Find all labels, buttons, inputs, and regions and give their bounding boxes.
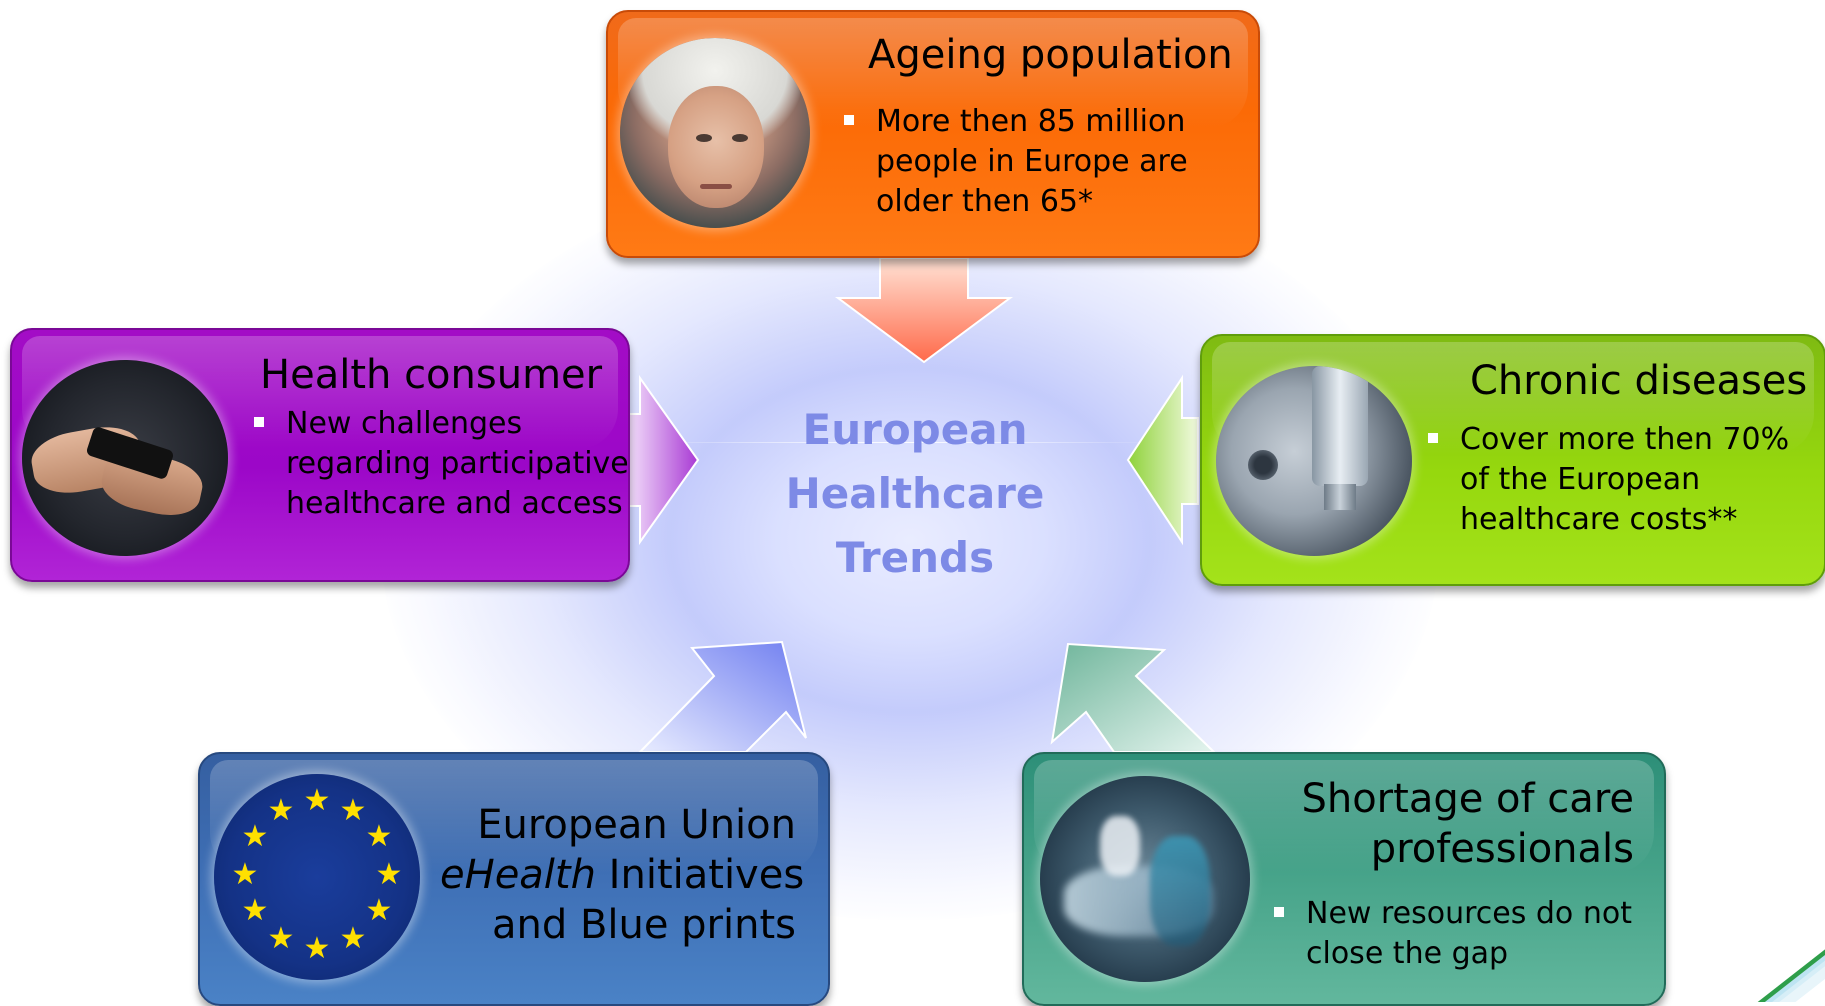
doctor-shape xyxy=(1100,816,1140,876)
eu-line-2-italic: eHealth xyxy=(440,852,596,898)
european-union-title: European Union eHealth Initiatives and B… xyxy=(440,800,804,950)
eu-star-icon: ★ xyxy=(267,921,295,956)
chronic-diseases-bullet: Cover more then 70% of the European heal… xyxy=(1428,420,1790,540)
face-shape xyxy=(668,86,764,208)
eu-star-icon: ★ xyxy=(365,893,393,928)
microscope-tube-shape xyxy=(1312,366,1368,486)
shortage-title-line-2: professionals xyxy=(1370,826,1634,872)
corner-decoration xyxy=(1705,902,1825,1002)
hospital-corridor-photo xyxy=(1040,776,1250,982)
arrow-left-from-chronic xyxy=(1126,374,1199,546)
nurse-shape xyxy=(1150,836,1210,946)
eu-flag-icon: ★ ★ ★ ★ ★ ★ ★ ★ ★ ★ ★ ★ xyxy=(214,774,420,980)
shortage-bullet: New resources do not close the gap xyxy=(1274,894,1632,974)
eu-star-icon: ★ xyxy=(365,819,393,854)
right-eye-shape xyxy=(732,134,748,142)
ageing-bullet-line-2: people in Europe are xyxy=(876,144,1188,179)
ageing-population-title: Ageing population xyxy=(868,32,1233,78)
eu-star-icon: ★ xyxy=(241,893,269,928)
eu-star-icon: ★ xyxy=(231,857,259,892)
shortage-bullet-line-2: close the gap xyxy=(1306,936,1509,971)
consumer-bullet-line-2: regarding participative xyxy=(286,446,629,481)
microscope-tip-shape xyxy=(1324,484,1356,510)
mouth-shape xyxy=(700,184,732,189)
eu-star-icon: ★ xyxy=(303,931,331,966)
ageing-bullet-line-3: older then 65* xyxy=(876,184,1094,219)
eu-line-3: and Blue prints xyxy=(491,902,796,948)
center-title-line-2: Healthcare xyxy=(785,469,1045,518)
lab-microscope-photo xyxy=(1216,366,1412,556)
center-title-line-1: European xyxy=(802,405,1028,454)
chronic-bullet-line-3: healthcare costs** xyxy=(1460,502,1738,537)
elderly-woman-photo xyxy=(620,38,810,228)
shortage-bullet-line-1: New resources do not xyxy=(1306,896,1632,931)
bullet-square-icon xyxy=(1274,907,1284,917)
health-consumer-title: Health consumer xyxy=(260,352,603,398)
center-divider xyxy=(640,442,1160,443)
center-title-line-3: Trends xyxy=(835,533,995,582)
eu-line-2-rest: Initiatives xyxy=(595,852,805,898)
hands-smartphone-photo xyxy=(22,360,228,556)
shortage-title-line-1: Shortage of care xyxy=(1301,776,1634,822)
consumer-bullet-line-3: healthcare and access xyxy=(286,486,623,521)
eu-star-icon: ★ xyxy=(303,783,331,818)
consumer-bullet-line-1: New challenges xyxy=(286,406,523,441)
chronic-bullet-line-1: Cover more then 70% xyxy=(1460,422,1790,457)
arrow-up-from-eu xyxy=(637,640,807,753)
arrow-up-from-shortage xyxy=(1050,642,1217,753)
ageing-bullet-line-1: More then 85 million xyxy=(876,104,1186,139)
bullet-square-icon xyxy=(254,417,264,427)
eu-star-icon: ★ xyxy=(241,819,269,854)
eu-line-2: eHealth Initiatives xyxy=(440,850,804,900)
bullet-square-icon xyxy=(1428,433,1438,443)
chronic-bullet-line-2: of the European xyxy=(1460,462,1701,497)
eu-star-icon: ★ xyxy=(267,793,295,828)
health-consumer-bullet: New challenges regarding participative h… xyxy=(254,404,629,524)
eu-line-1: European Union xyxy=(477,802,796,848)
eu-star-icon: ★ xyxy=(339,921,367,956)
bullet-square-icon xyxy=(844,115,854,125)
eu-star-icon: ★ xyxy=(375,857,403,892)
left-eye-shape xyxy=(696,134,712,142)
ageing-population-bullet: More then 85 million people in Europe ar… xyxy=(844,102,1188,222)
chronic-diseases-title: Chronic diseases xyxy=(1470,358,1808,404)
microscope-knob-shape xyxy=(1248,450,1278,480)
shortage-title: Shortage of care professionals xyxy=(1250,774,1634,874)
center-title: European Healthcare Trends xyxy=(760,398,1070,590)
eu-star-icon: ★ xyxy=(339,793,367,828)
arrow-right-from-consumer xyxy=(627,374,700,546)
arrow-down-from-ageing xyxy=(834,257,1014,364)
